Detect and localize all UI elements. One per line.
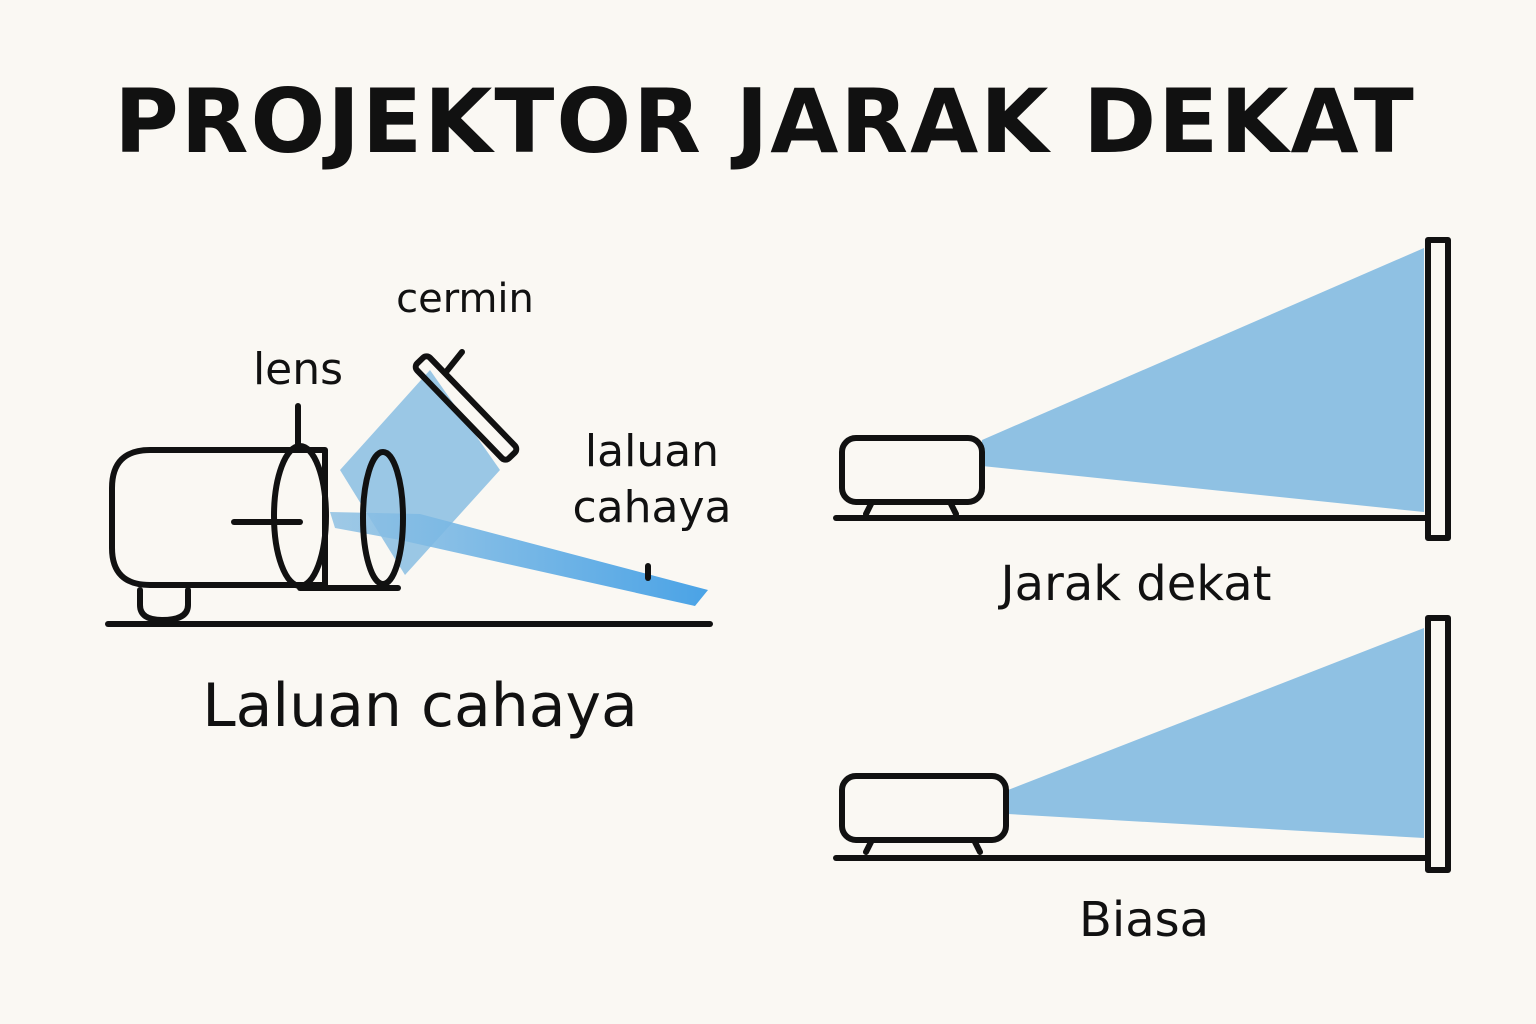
- caption-short-throw: Jarak dekat: [998, 556, 1272, 612]
- projector-foot: [137, 587, 191, 623]
- label-light-path-line1: laluan: [585, 426, 719, 477]
- screen-standard: [1425, 615, 1451, 873]
- projector-standard: [839, 773, 1009, 843]
- right-top-panel: Jarak dekat: [833, 237, 1451, 612]
- left-panel: cermin lens laluan cahaya Laluan cahaya: [105, 276, 732, 741]
- projector-standard-feet: [863, 837, 983, 855]
- beam-reflected: [330, 512, 708, 606]
- mirror: [412, 353, 520, 463]
- lens-ring-back: [360, 449, 406, 587]
- projector-short-throw: [839, 435, 985, 505]
- label-lens: lens: [253, 344, 343, 395]
- beam-short-throw: [982, 248, 1424, 512]
- projector-body: [109, 447, 328, 588]
- label-light-path-line2: cahaya: [572, 482, 731, 533]
- caption-standard: Biasa: [1079, 892, 1209, 948]
- right-bottom-panel: Biasa: [833, 615, 1451, 948]
- label-mirror: cermin: [396, 276, 534, 322]
- beam-standard: [1008, 628, 1424, 838]
- screen-short-throw: [1425, 237, 1451, 541]
- projector-short-throw-feet: [863, 499, 959, 517]
- mirror-pointer: [443, 349, 465, 375]
- page-title: PROJEKTOR JARAK DEKAT: [114, 70, 1416, 173]
- lens-ring-front: [271, 443, 329, 589]
- caption-light-path: Laluan cahaya: [202, 671, 638, 741]
